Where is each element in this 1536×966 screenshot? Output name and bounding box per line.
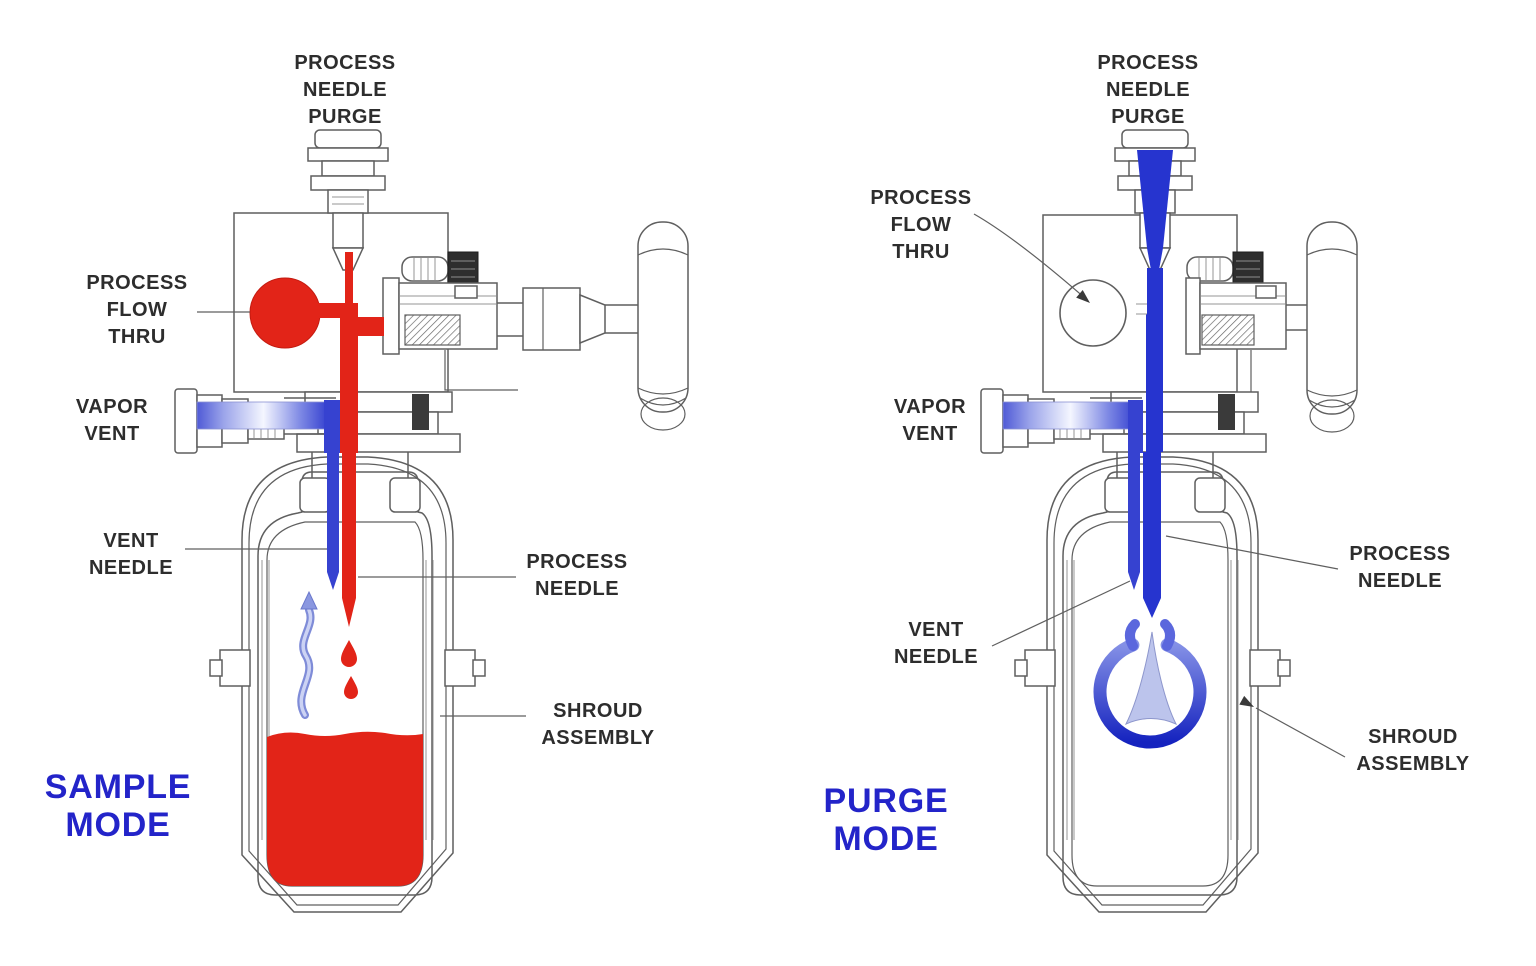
label-line: NEEDLE [88, 557, 174, 579]
label-line: PROCESS [870, 187, 972, 209]
vent-needle [1128, 452, 1140, 590]
label-line: SHROUD [1368, 726, 1458, 748]
sample-mode-diagram [174, 129, 689, 913]
label-line: VENT [902, 423, 958, 445]
sample-drop [341, 640, 357, 667]
label-process-needle-purge-right: PROCESS NEEDLE PURGE [1097, 50, 1198, 131]
shroud-assembly [1014, 456, 1291, 913]
purge-inflow [1137, 150, 1173, 248]
process-needle [1143, 452, 1161, 618]
label-line: THRU [892, 241, 950, 263]
valve-actuator [1185, 221, 1358, 433]
process-needle [342, 452, 356, 627]
vapor-vent-assembly [980, 388, 1142, 454]
label-line: VAPOR [75, 396, 149, 418]
valve-actuator [382, 221, 689, 431]
label-process-flow-thru-left: PROCESS FLOW THRU [86, 270, 187, 351]
label-shroud-assembly-right: SHROUD ASSEMBLY [1356, 724, 1469, 778]
label-line: FLOW [890, 214, 952, 236]
label-vapor-vent-right: VAPOR VENT [894, 394, 966, 448]
shroud-clip-left [1024, 649, 1056, 687]
label-line: PROCESS [294, 52, 396, 74]
label-line: ASSEMBLY [1356, 753, 1470, 775]
label-line: PROCESS [1097, 52, 1199, 74]
label-line: NEEDLE [534, 578, 620, 600]
label-line: PROCESS [526, 551, 628, 573]
label-line: VENT [908, 619, 964, 641]
shroud-assembly [209, 456, 486, 913]
label-line: NEEDLE [1105, 79, 1191, 101]
valve-handle [1306, 221, 1358, 433]
label-process-needle-left: PROCESS NEEDLE [526, 549, 627, 603]
label-process-needle-purge-left: PROCESS NEEDLE PURGE [294, 50, 395, 131]
label-shroud-assembly-left: SHROUD ASSEMBLY [541, 698, 654, 752]
purge-loop [1093, 619, 1207, 749]
purge-spray-cone [1124, 631, 1178, 726]
process-flow-circle [1059, 279, 1127, 347]
label-line: VENT [84, 423, 140, 445]
process-flow-circle [249, 277, 321, 349]
label-line: PURGE [308, 106, 382, 128]
process-flow-red [249, 252, 384, 699]
shroud-clip-right [444, 649, 476, 687]
shroud-clip-right [1249, 649, 1281, 687]
leader-lines [973, 213, 1346, 758]
leader-lines [185, 311, 526, 717]
valve-handle [637, 221, 689, 431]
sample-mode-title: SAMPLE MODE [45, 768, 191, 844]
label-line: NEEDLE [302, 79, 388, 101]
label-line: SAMPLE [44, 768, 192, 806]
label-line: VENT [103, 530, 159, 552]
vent-bore [1002, 401, 1139, 430]
label-line: THRU [108, 326, 166, 348]
label-line: PURGE [823, 782, 949, 820]
purge-mode-diagram [973, 129, 1358, 913]
sample-drop [344, 676, 358, 699]
label-process-flow-thru-right: PROCESS FLOW THRU [870, 185, 971, 266]
label-line: NEEDLE [1357, 570, 1443, 592]
vent-needle-flow [324, 400, 340, 590]
label-line: NEEDLE [893, 646, 979, 668]
label-line: MODE [65, 806, 171, 844]
label-vent-needle-right: VENT NEEDLE [894, 617, 978, 671]
vent-bore [196, 401, 331, 430]
label-line: FLOW [106, 299, 168, 321]
process-needle-purge-fitting [307, 129, 389, 271]
label-vapor-vent-left: VAPOR VENT [76, 394, 148, 448]
vapor-vent-assembly [174, 388, 336, 454]
label-line: PROCESS [86, 272, 188, 294]
process-needle-purge-fitting [1114, 129, 1196, 306]
vapor-rise-arrow [297, 590, 318, 719]
sample-liquid [267, 731, 423, 886]
label-vent-needle-left: VENT NEEDLE [89, 528, 173, 582]
label-line: ASSEMBLY [541, 727, 655, 749]
purge-mode-title: PURGE MODE [824, 782, 949, 858]
shroud-clip-left [219, 649, 251, 687]
label-line: MODE [833, 820, 939, 858]
purge-flow-blue [1128, 303, 1163, 590]
label-line: PURGE [1111, 106, 1185, 128]
label-line: SHROUD [553, 700, 643, 722]
label-process-needle-right: PROCESS NEEDLE [1349, 541, 1450, 595]
label-line: VAPOR [893, 396, 967, 418]
label-line: PROCESS [1349, 543, 1451, 565]
